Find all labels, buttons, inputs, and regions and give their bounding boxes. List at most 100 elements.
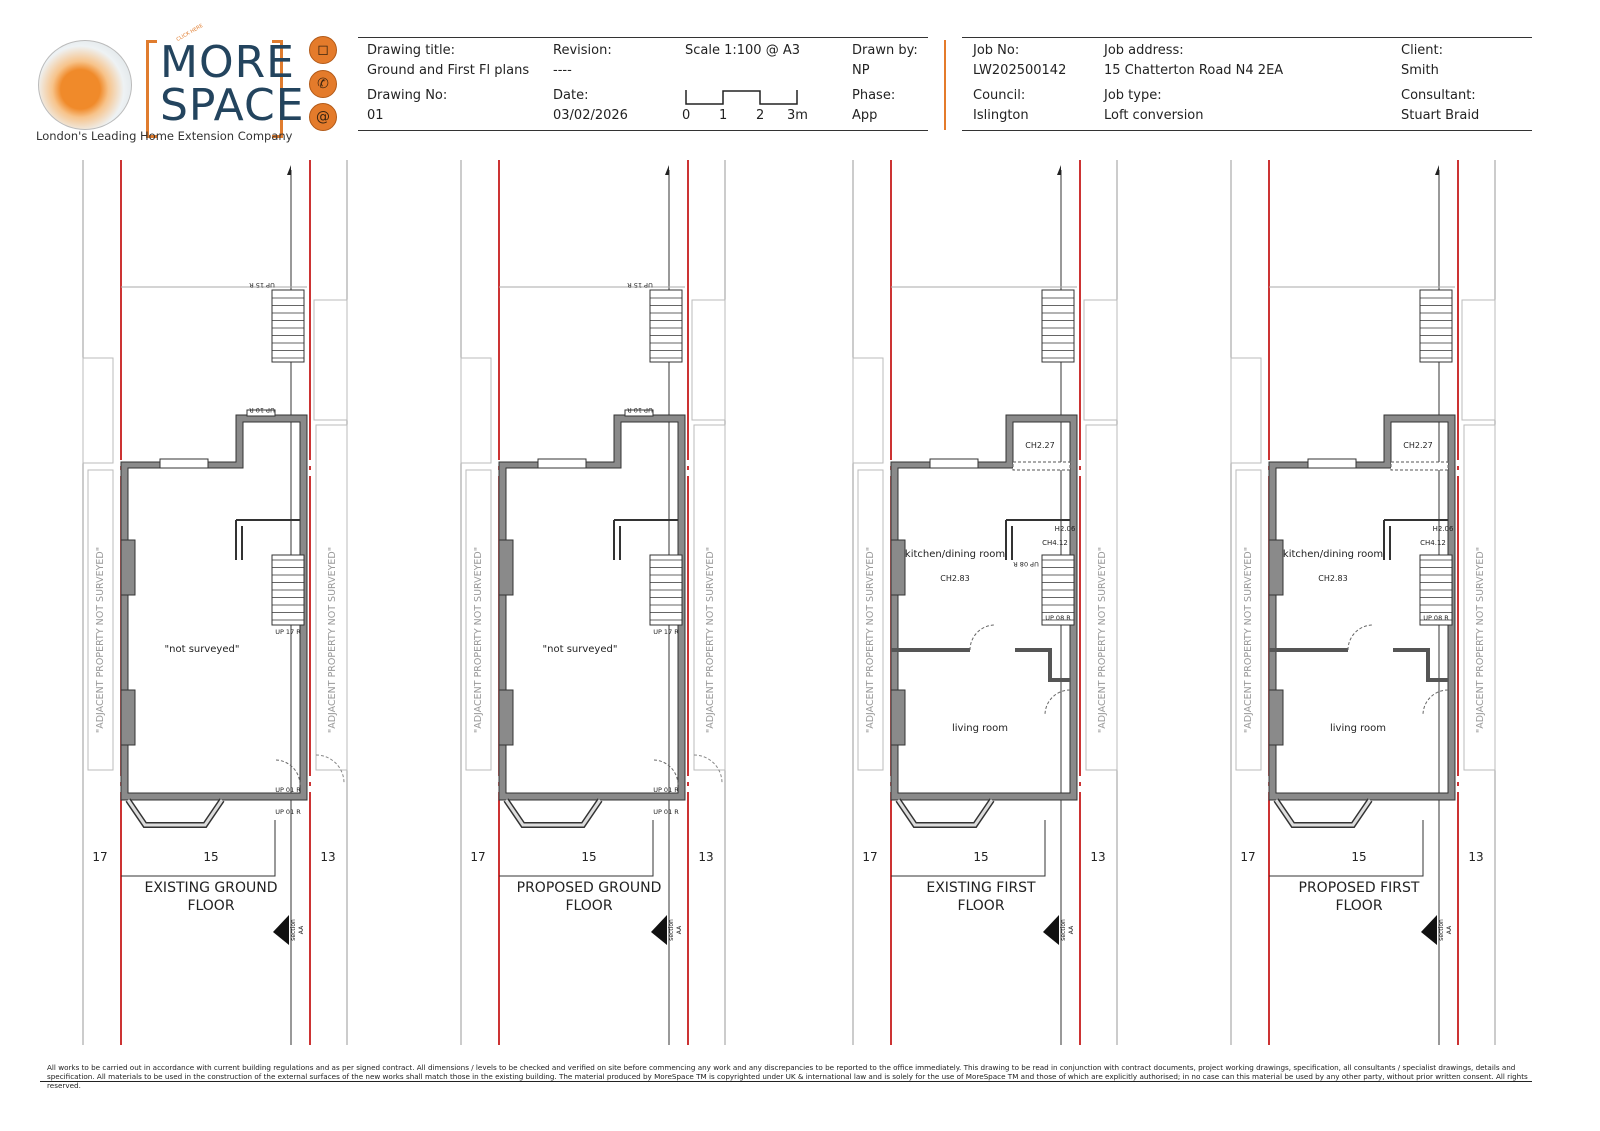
chimney-breast [498, 539, 514, 596]
stair-label: UP 15 R [627, 281, 653, 289]
plan-1[interactable]: "not surveyed"UP 15 RUP 10 RUP 17 RUP 01… [82, 160, 348, 1045]
internal-wall [613, 519, 678, 560]
stair-label: UP 17 R [275, 628, 301, 636]
external-walls [498, 414, 686, 801]
chimney-breast [890, 689, 906, 746]
footer-rule [40, 1081, 1532, 1082]
logo-word-more: MORE [160, 37, 295, 88]
adjacent-property-label: "ADJACENT PROPERTY NOT SURVEYED" [1097, 547, 1108, 733]
neighbour-outline [1461, 299, 1496, 421]
orange-divider [944, 40, 946, 130]
adjacent-property-label: "ADJACENT PROPERTY NOT SURVEYED" [95, 547, 106, 733]
room-label-kitchen-dining: kitchen/dining room [1283, 549, 1383, 560]
scale: Scale 1:100 @ A3 [685, 43, 801, 58]
divider [962, 130, 1532, 131]
stair-label: UP 01 R [653, 808, 679, 816]
scale-tick-0: 0 [682, 108, 691, 123]
door-swing [1347, 624, 1374, 651]
job-type-label: Job type: [1104, 88, 1162, 103]
window [159, 458, 209, 469]
divider [358, 37, 928, 38]
stair-outline [649, 289, 683, 363]
drawn-by: NP [852, 63, 870, 78]
house-number-13: 13 [1468, 850, 1483, 864]
plan-title: FLOOR [1335, 898, 1382, 914]
scale-tick-2: 2 [756, 108, 765, 123]
job-no-label: Job No: [973, 43, 1020, 58]
title-leader-line [499, 820, 654, 877]
section-label: section [290, 919, 297, 941]
email-icon[interactable]: @ [309, 103, 337, 131]
revision: ---- [553, 63, 572, 78]
ceiling-height-rear: CH2.27 [1025, 441, 1054, 450]
adjacent-property-label: "ADJACENT PROPERTY NOT SURVEYED" [1475, 547, 1486, 733]
door-swing [969, 624, 996, 651]
ceiling-height-rear: CH2.27 [1403, 441, 1432, 450]
drawing-no-label: Drawing No: [367, 88, 448, 103]
rear-staircase [1419, 289, 1453, 363]
stair-outline [1419, 289, 1453, 363]
section-id: AA [676, 925, 683, 934]
drawing-title-label: Drawing title: [367, 43, 455, 58]
scale-bar [685, 90, 798, 105]
instagram-icon[interactable]: ◻ [309, 36, 337, 64]
room-label-kitchen-dining: kitchen/dining room [905, 549, 1005, 560]
section-label: section [1060, 919, 1067, 941]
stair-label: UP 08 R [1013, 560, 1039, 568]
house-number-15: 15 [1351, 850, 1366, 864]
north-arrow-icon [1435, 165, 1439, 175]
neighbour-outline [693, 424, 726, 771]
room-label-living-room: living room [952, 723, 1008, 734]
title-leader-line [121, 820, 276, 877]
door-opening [246, 409, 276, 417]
door-opening [624, 409, 654, 417]
neighbour-outline [857, 469, 884, 771]
disclaimer-footer: All works to be carried out in accordanc… [47, 1063, 1528, 1090]
phase-label: Phase: [852, 88, 896, 103]
internal-wall [235, 519, 300, 560]
neighbour-outline [1230, 357, 1262, 464]
scale-tick-1: 1 [719, 108, 728, 123]
adjacent-property-label: "ADJACENT PROPERTY NOT SURVEYED" [327, 547, 338, 733]
client: Smith [1401, 63, 1439, 78]
section-id: AA [298, 925, 305, 934]
neighbour-outline [313, 299, 348, 421]
door-swing [1422, 689, 1449, 716]
internal-wall [1383, 519, 1448, 560]
section-marker-icon [1043, 915, 1059, 945]
logo-word-space: SPACE [160, 80, 305, 131]
logo-bracket-left [146, 40, 157, 138]
window [1307, 458, 1357, 469]
room-label-living-room: living room [1330, 723, 1386, 734]
rear-staircase [649, 289, 683, 363]
room-label-not-surveyed: "not surveyed" [543, 644, 618, 655]
chimney-breast [890, 539, 906, 596]
adjacent-property-label: "ADJACENT PROPERTY NOT SURVEYED" [1243, 547, 1254, 733]
house-number-17: 17 [470, 850, 485, 864]
north-arrow-icon [1057, 165, 1061, 175]
plan-2[interactable]: "not surveyed"UP 15 RUP 10 RUP 17 RUP 01… [460, 160, 726, 1045]
stair-label: UP 17 R [653, 628, 679, 636]
section-marker-icon [273, 915, 289, 945]
drawing-no: 01 [367, 108, 384, 123]
opening-dashed [1012, 461, 1071, 471]
neighbour-outline [691, 299, 726, 421]
house-number-13: 13 [320, 850, 335, 864]
consultant: Stuart Braid [1401, 108, 1480, 123]
plan-title: FLOOR [187, 898, 234, 914]
house-number-17: 17 [1240, 850, 1255, 864]
ceiling-height-stair: CH4.12 [1420, 539, 1446, 547]
neighbour-outline [315, 424, 348, 771]
stair-label: UP 01 R [275, 786, 301, 794]
neighbour-outline [87, 469, 114, 771]
internal-wall [1269, 648, 1448, 682]
neighbour-outline [465, 469, 492, 771]
phone-icon[interactable]: ✆ [309, 70, 337, 98]
plan-title: FLOOR [957, 898, 1004, 914]
bay-window-glass [504, 799, 602, 827]
bay-window-glass [896, 799, 994, 827]
house-number-13: 13 [698, 850, 713, 864]
